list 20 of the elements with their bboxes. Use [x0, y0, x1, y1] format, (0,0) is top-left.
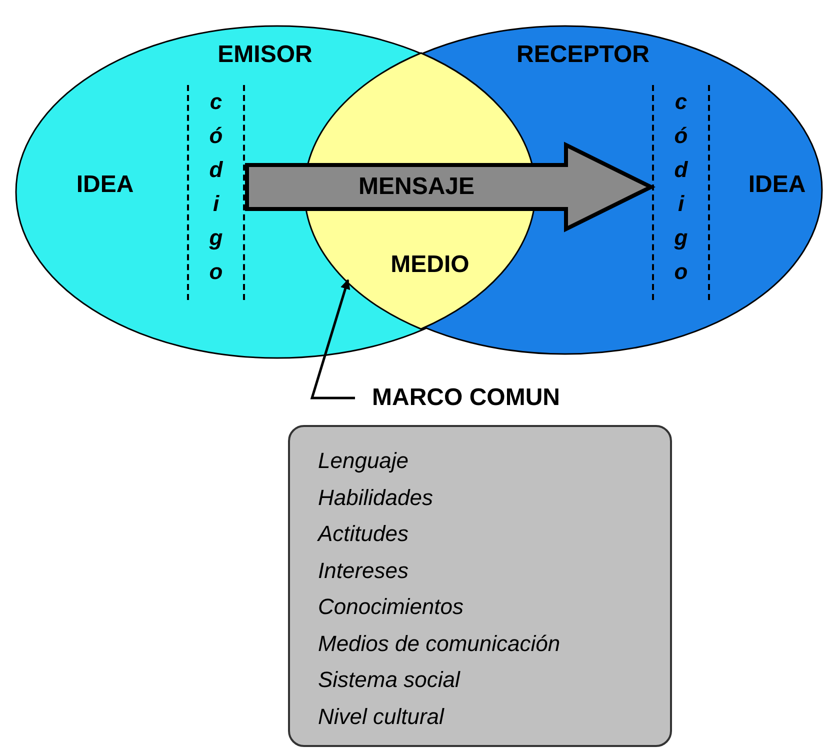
list-item: Intereses — [318, 556, 408, 584]
ellipse-label: IDEA — [76, 171, 134, 199]
lens-label: MEDIO — [390, 251, 470, 279]
heading-text: RECEPTOR — [516, 41, 650, 69]
list-item: Medios de comunicación — [318, 630, 560, 658]
list-item: Sistema social — [318, 666, 460, 694]
list-item: Actitudes — [318, 520, 408, 548]
ellipse-label: IDEA — [748, 171, 806, 199]
list-item: Nivel cultural — [318, 702, 444, 730]
list-item: Lenguaje — [318, 447, 409, 475]
block-arrow — [245, 142, 656, 232]
dashed-band — [652, 85, 710, 300]
vertical-text: código — [208, 88, 224, 286]
vertical-text: código — [673, 88, 689, 286]
list-item: Conocimientos — [318, 593, 464, 621]
leader-arrow — [310, 279, 355, 400]
list-panel — [288, 425, 672, 747]
list-item: Habilidades — [318, 484, 433, 512]
heading-text: EMISOR — [218, 41, 312, 69]
callout-text: MARCO COMUN — [372, 384, 560, 412]
